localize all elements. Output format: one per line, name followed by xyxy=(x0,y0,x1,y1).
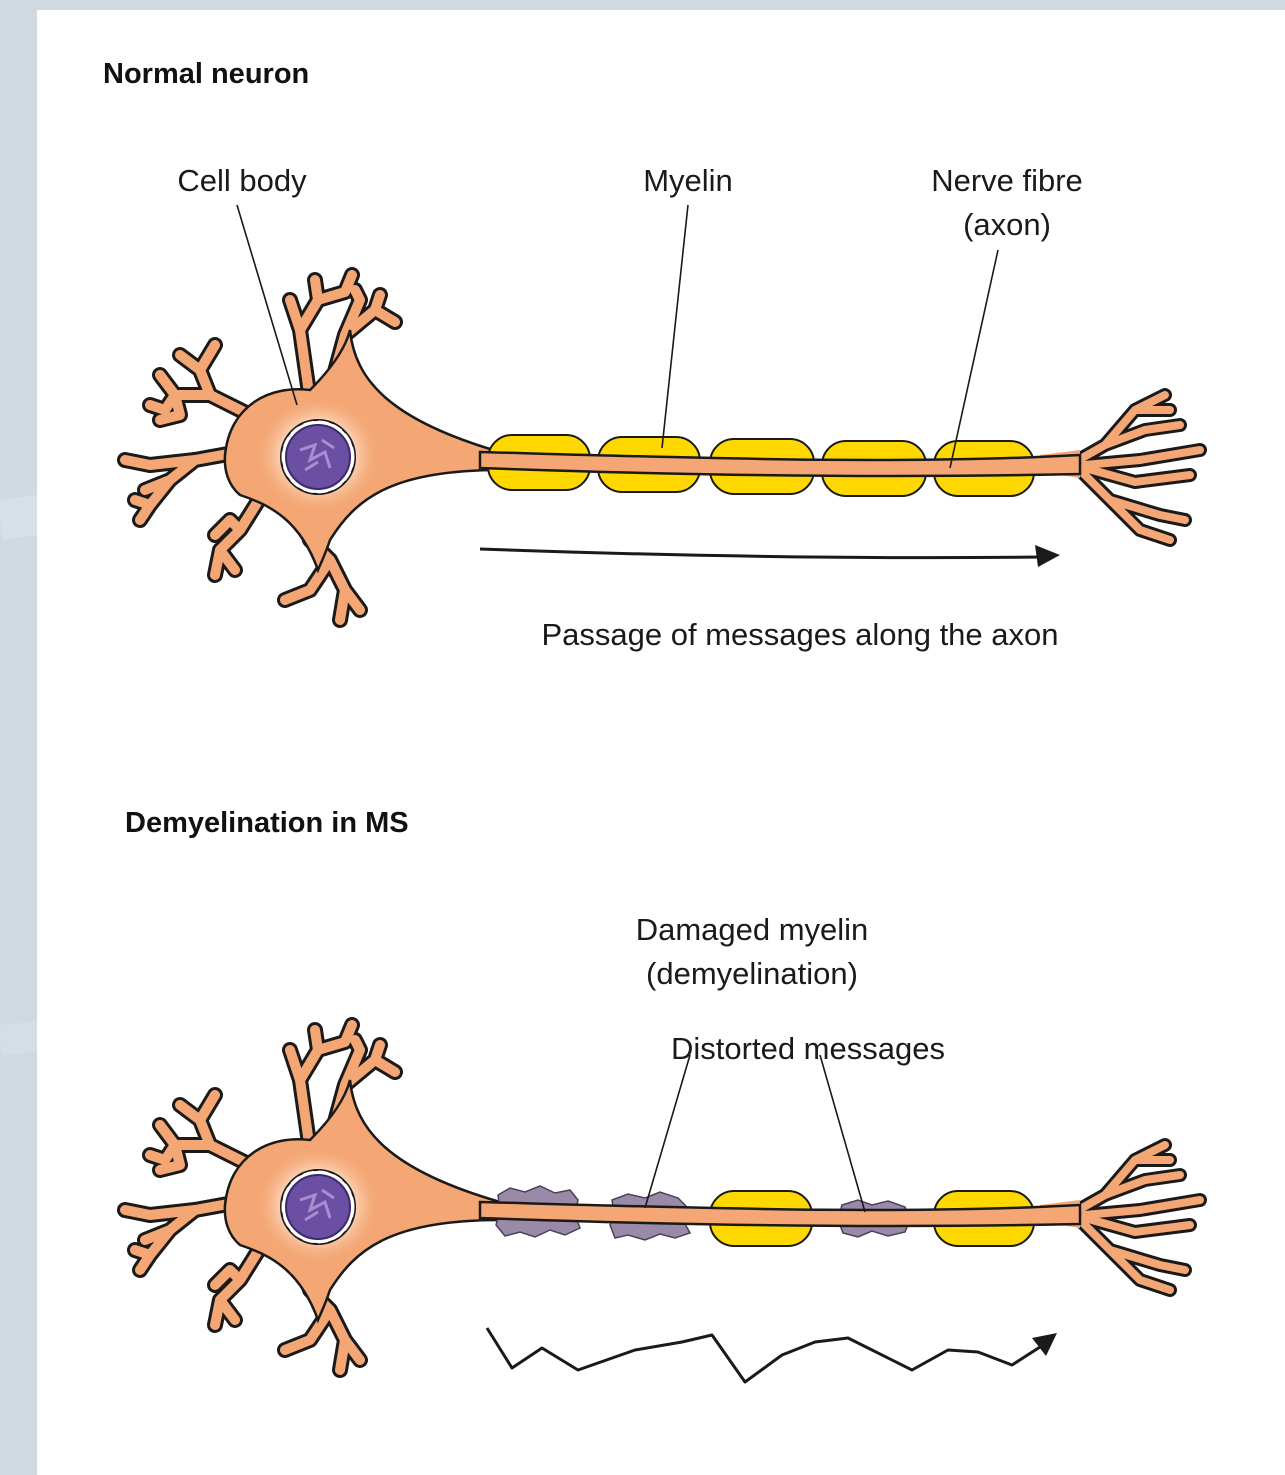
nerve-fibre-label-line1: Nerve fibre xyxy=(931,163,1083,198)
cell-body-label: Cell body xyxy=(177,163,307,198)
demyelination-heading: Demyelination in MS xyxy=(125,807,409,840)
myelin-label: Myelin xyxy=(643,163,733,198)
damaged-myelin-label-line1: Damaged myelin xyxy=(636,912,869,947)
passage-label: Passage of messages along the axon xyxy=(541,617,1058,652)
distorted-messages-label: Distorted messages xyxy=(671,1031,945,1066)
distorted-message-arrow xyxy=(487,1328,1057,1382)
message-arrow xyxy=(480,545,1060,567)
normal-neuron-diagram: Cell body Myelin Nerve fibre (axon) Pass… xyxy=(125,163,1200,652)
ms-neuron-diagram: Damaged myelin (demyelination) Distorted… xyxy=(125,912,1200,1382)
nerve-fibre-label-line2: (axon) xyxy=(963,207,1051,242)
normal-neuron-heading: Normal neuron xyxy=(103,58,309,91)
damaged-myelin-label-line2: (demyelination) xyxy=(646,956,858,991)
